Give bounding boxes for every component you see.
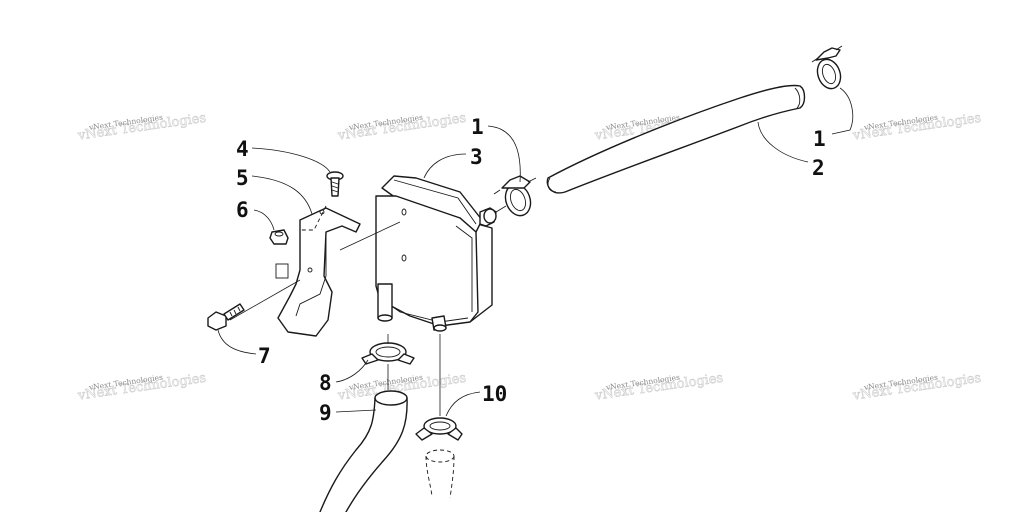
watermarks: vNext Technologies vNext Technologies vN… <box>76 110 983 404</box>
callout-3: 3 <box>470 145 483 169</box>
callout-1-right: 1 <box>813 127 826 151</box>
hose-part-2 <box>546 84 806 194</box>
hose-part-9 <box>319 390 408 512</box>
phantom-hose <box>425 449 455 499</box>
nut-part-6 <box>269 229 289 245</box>
bolt-part-7 <box>207 303 245 331</box>
callout-8: 8 <box>319 371 332 395</box>
screw-part-4 <box>326 171 344 197</box>
callouts: 1 1 2 3 4 5 6 7 8 9 10 <box>236 115 826 425</box>
callout-9: 9 <box>319 401 332 425</box>
callout-10: 10 <box>482 382 507 406</box>
assembly-lines <box>229 205 507 416</box>
callout-7: 7 <box>258 344 271 368</box>
hose-clamp-part-1-center <box>493 175 537 217</box>
callout-5: 5 <box>236 166 249 190</box>
valve-box-part-3 <box>375 175 497 332</box>
bracket-part-5 <box>275 205 361 337</box>
callout-4: 4 <box>236 137 249 161</box>
hose-clamp-part-8 <box>361 342 415 365</box>
callout-6: 6 <box>236 198 249 222</box>
hose-clamp-part-1-upper <box>811 45 843 90</box>
callout-1-center: 1 <box>471 115 484 139</box>
callout-2: 2 <box>812 156 825 180</box>
leader-lines <box>217 87 854 417</box>
hose-clamp-part-10 <box>415 417 463 441</box>
